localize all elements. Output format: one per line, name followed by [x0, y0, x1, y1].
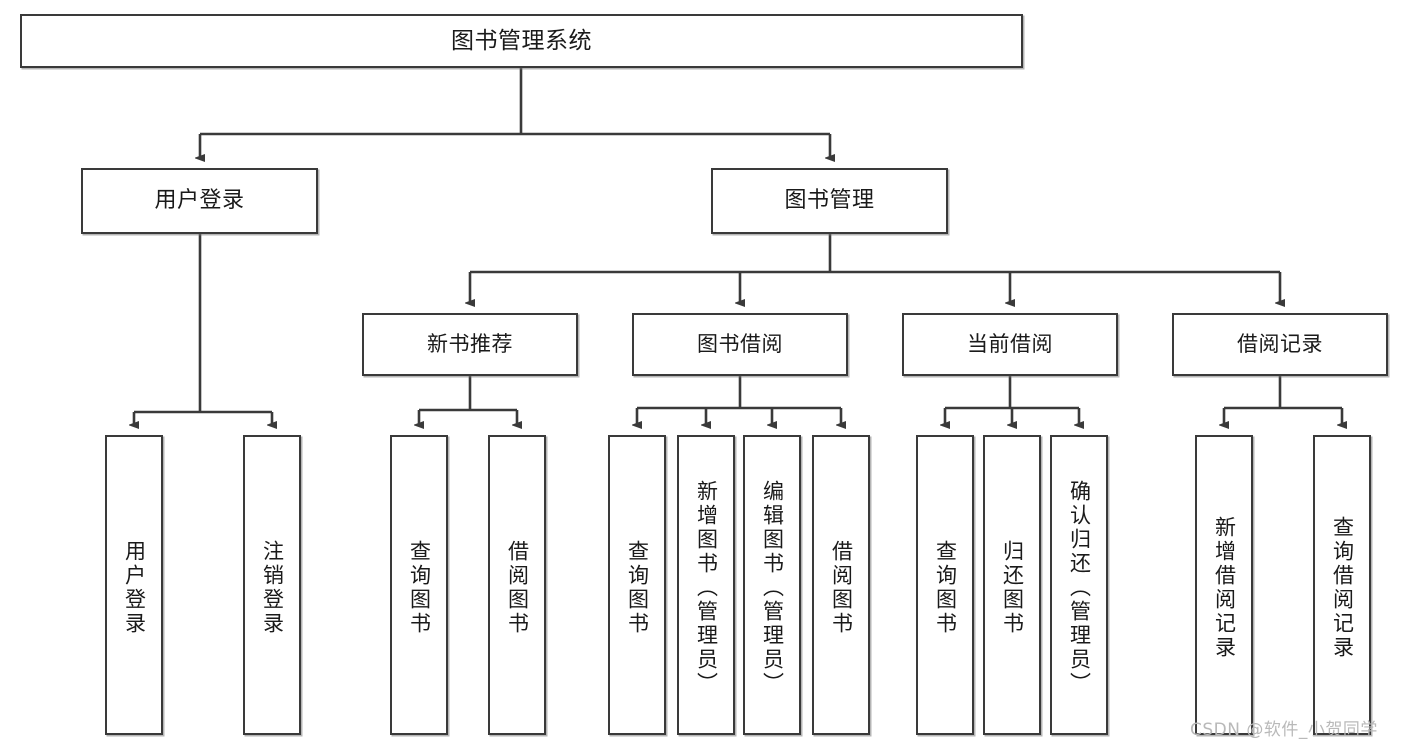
- node-user-login[interactable]: 用户登录: [81, 168, 318, 234]
- leaf-borrow-edit-book-label: 编辑图书（管理员）: [760, 480, 785, 696]
- leaf-current-return-book[interactable]: 归还图书: [983, 435, 1041, 735]
- node-book-borrow[interactable]: 图书借阅: [632, 313, 848, 376]
- leaf-current-return-book-label: 归还图书: [1000, 540, 1025, 636]
- node-new-book-recommend-label: 新书推荐: [427, 332, 513, 357]
- node-user-login-label: 用户登录: [154, 188, 245, 214]
- leaf-borrow-add-book[interactable]: 新增图书（管理员）: [677, 435, 735, 735]
- leaf-current-confirm-return-label: 确认归还（管理员）: [1067, 480, 1092, 696]
- leaf-user-logout[interactable]: 注销登录: [243, 435, 301, 735]
- leaf-user-logout-label: 注销登录: [260, 540, 285, 636]
- node-current-borrow-label: 当前借阅: [967, 332, 1053, 357]
- leaf-newbook-borrow-book[interactable]: 借阅图书: [488, 435, 546, 735]
- leaf-borrow-edit-book[interactable]: 编辑图书（管理员）: [743, 435, 801, 735]
- node-borrow-record[interactable]: 借阅记录: [1172, 313, 1388, 376]
- node-current-borrow[interactable]: 当前借阅: [902, 313, 1118, 376]
- leaf-newbook-query-book-label: 查询图书: [407, 540, 432, 636]
- node-root-label: 图书管理系统: [451, 27, 592, 54]
- leaf-current-query-book-label: 查询图书: [933, 540, 958, 636]
- node-new-book-recommend[interactable]: 新书推荐: [362, 313, 578, 376]
- leaf-borrow-query-book-label: 查询图书: [625, 540, 650, 636]
- csdn-watermark: CSDN @软件_小贺同学: [1190, 720, 1378, 740]
- leaf-user-login[interactable]: 用户登录: [105, 435, 163, 735]
- leaf-record-add[interactable]: 新增借阅记录: [1195, 435, 1253, 735]
- node-book-borrow-label: 图书借阅: [697, 332, 783, 357]
- leaf-user-login-label: 用户登录: [122, 540, 147, 636]
- node-root[interactable]: 图书管理系统: [20, 14, 1023, 68]
- leaf-newbook-borrow-book-label: 借阅图书: [505, 540, 530, 636]
- leaf-current-query-book[interactable]: 查询图书: [916, 435, 974, 735]
- leaf-borrow-add-book-label: 新增图书（管理员）: [694, 480, 719, 696]
- leaf-borrow-query-book[interactable]: 查询图书: [608, 435, 666, 735]
- leaf-record-query-label: 查询借阅记录: [1330, 516, 1355, 660]
- leaf-newbook-query-book[interactable]: 查询图书: [390, 435, 448, 735]
- leaf-record-add-label: 新增借阅记录: [1212, 516, 1237, 660]
- node-borrow-record-label: 借阅记录: [1237, 332, 1323, 357]
- node-book-management-label: 图书管理: [784, 188, 875, 214]
- leaf-current-confirm-return[interactable]: 确认归还（管理员）: [1050, 435, 1108, 735]
- leaf-borrow-borrow-book-label: 借阅图书: [829, 540, 854, 636]
- leaf-record-query[interactable]: 查询借阅记录: [1313, 435, 1371, 735]
- node-book-management[interactable]: 图书管理: [711, 168, 948, 234]
- leaf-borrow-borrow-book[interactable]: 借阅图书: [812, 435, 870, 735]
